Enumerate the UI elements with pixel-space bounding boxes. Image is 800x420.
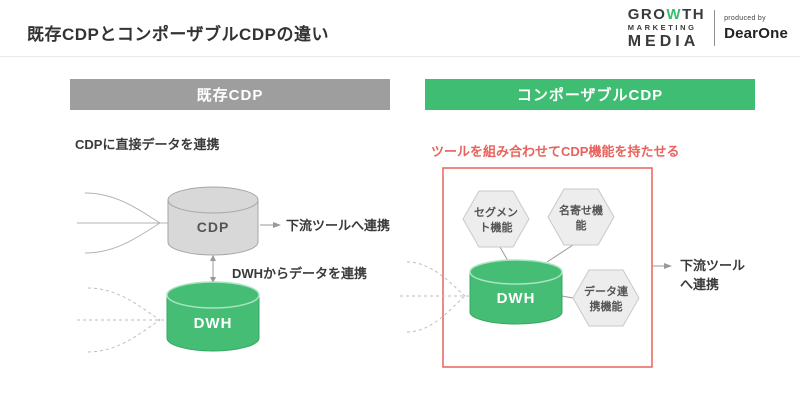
right-downstream-line2: へ連携	[680, 277, 719, 292]
right-subtitle: ツールを組み合わせてCDP機能を持たせる	[431, 144, 680, 159]
left-column-header-existing-cdp: 既存CDP	[70, 79, 390, 110]
logo-green-w-checkmark-icon: W	[666, 6, 683, 23]
right-dwh-cylinder: DWH	[469, 259, 563, 325]
logo-divider	[714, 10, 716, 47]
hexagon-connectors	[499, 244, 574, 299]
left-subtitle: CDPに直接データを連携	[75, 137, 220, 152]
right-downstream-line1: 下流ツール	[680, 258, 745, 273]
left-dwh-cylinder-label: DWH	[194, 315, 233, 332]
right-column-header-composable-cdp: コンポーザブルCDP	[425, 79, 755, 110]
hexagon-segment-line1: セグメン	[474, 205, 518, 219]
header-divider	[0, 56, 800, 57]
dwh-arrow-label: DWHからデータを連携	[232, 266, 367, 281]
logo-media-line: MEDIA	[627, 32, 700, 50]
dearone-wordmark: DearOne	[724, 25, 788, 43]
cdp-input-lines	[77, 192, 168, 254]
hexagon-nayose-line2: 能	[576, 218, 587, 232]
existing-cdp-diagram: CDP 下流ツールへ連携 DWHからデータを連携 DWH	[77, 186, 390, 353]
cdp-cylinder-label: CDP	[197, 219, 230, 235]
hexagon-dataren-line1: データ連	[584, 284, 629, 298]
right-dwh-input-dashed-lines	[400, 261, 470, 333]
brand-logo: GROWTH MARKETING MEDIA produced by DearO…	[628, 7, 788, 50]
hexagon-dataren-function: データ連 携機能	[572, 269, 640, 327]
cdp-cylinder: CDP	[167, 186, 259, 256]
hexagon-nayose-line1: 名寄せ機	[559, 203, 603, 217]
hexagon-segment-function: セグメン ト機能	[462, 190, 530, 248]
composable-cdp-diagram: セグメン ト機能 名寄せ機 能 データ連 携機能 DWH 下流ツール へ連携	[400, 167, 745, 368]
growth-marketing-media-logo: GROWTH MARKETING MEDIA	[628, 7, 705, 50]
hexagon-nayose-function: 名寄せ機 能	[547, 188, 615, 246]
right-dwh-cylinder-label: DWH	[497, 290, 536, 307]
logo-growth-pre: GRO	[627, 6, 667, 23]
dwh-input-dashed-lines	[77, 287, 167, 353]
produced-by-label: produced by	[724, 15, 766, 23]
dearone-logo: produced by DearOne	[724, 15, 788, 41]
composable-highlight-box	[442, 167, 653, 368]
logo-growth-post: TH	[682, 6, 706, 23]
hexagon-dataren-line2: 携機能	[590, 299, 623, 313]
left-dwh-cylinder: DWH	[166, 281, 260, 352]
cdp-dwh-double-arrow	[210, 255, 216, 283]
page-title: 既存CDPとコンポーザブルCDPの違い	[27, 25, 329, 44]
logo-growth-line: GROWTH	[628, 7, 705, 22]
left-downstream-label: 下流ツールへ連携	[286, 218, 390, 233]
hexagon-segment-line2: ト機能	[480, 220, 513, 234]
logo-marketing-line: MARKETING	[627, 23, 697, 32]
